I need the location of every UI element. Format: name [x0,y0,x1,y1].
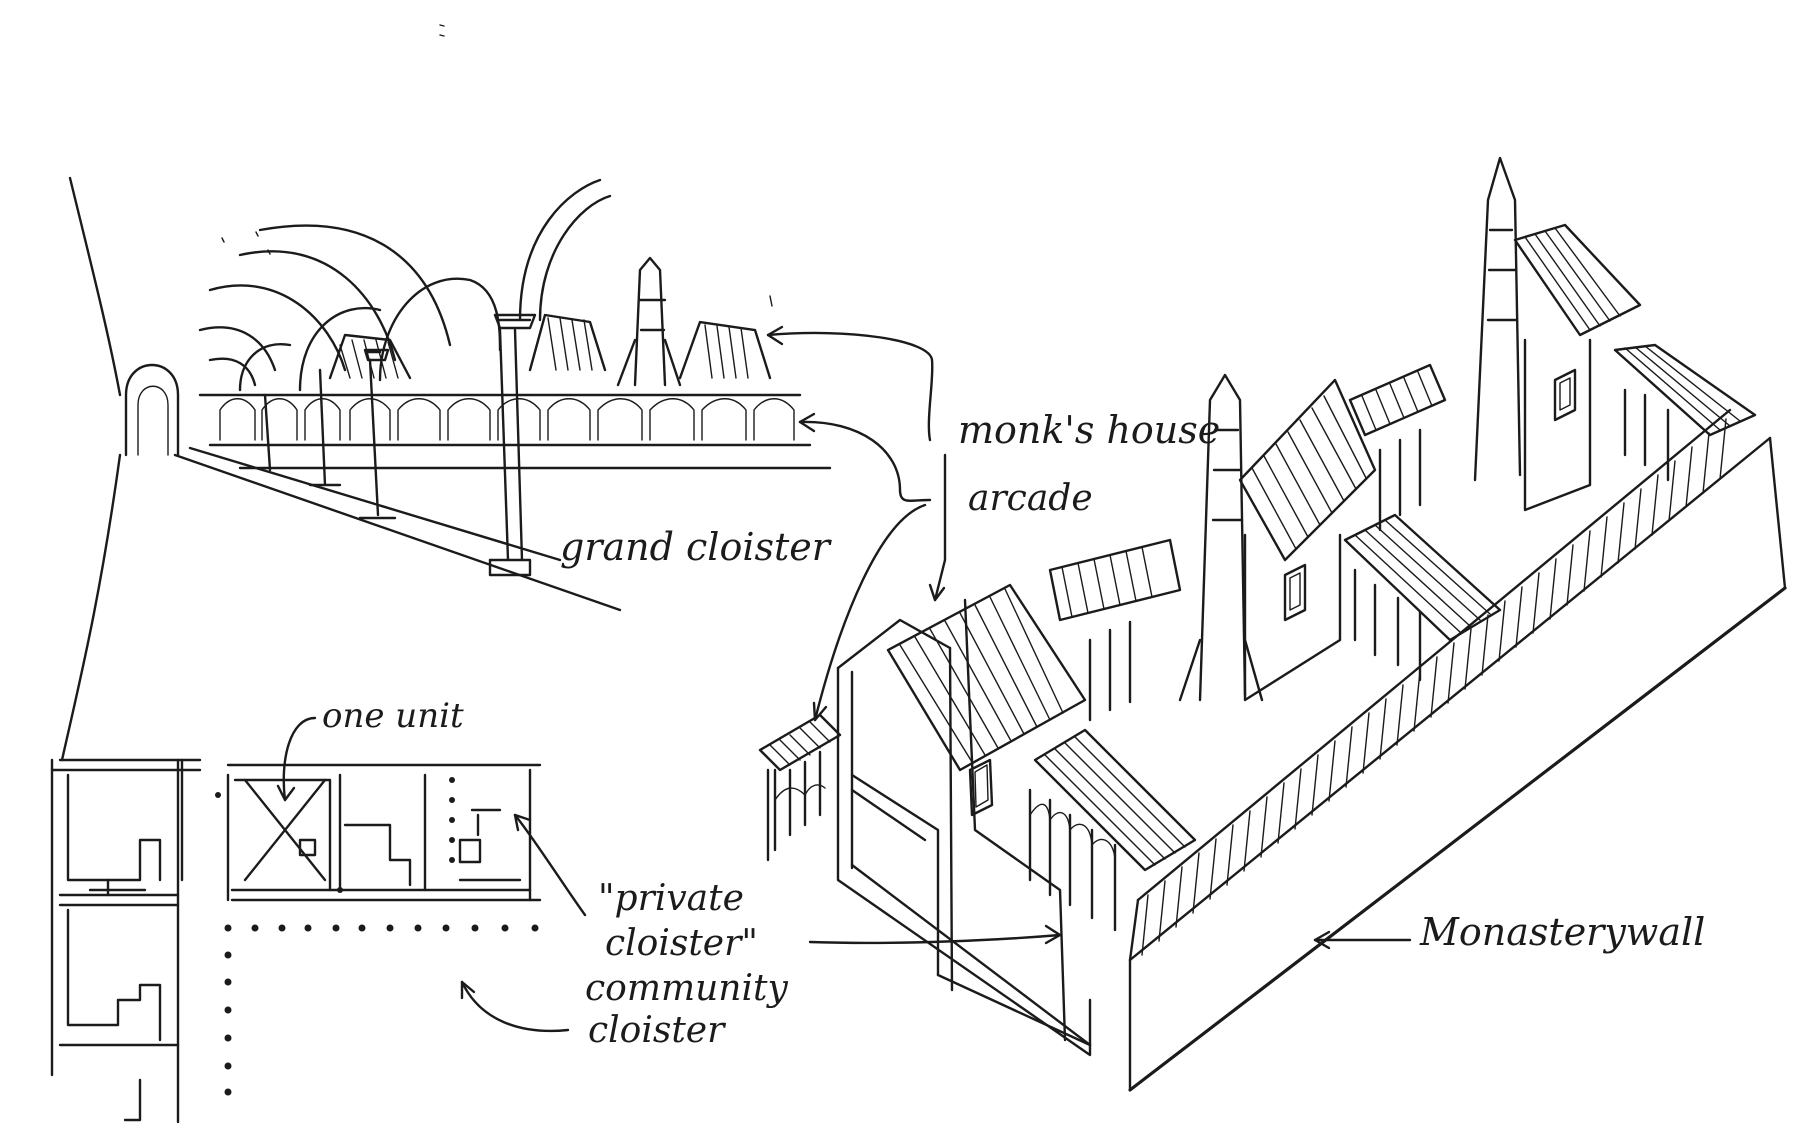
label-one-unit: one unit [322,696,464,736]
cloister-plan [50,716,587,1124]
label-grand-cloister: grand cloister [560,525,833,569]
label-community-cloister-2: cloister [588,1010,726,1051]
column-dots-community [224,924,539,1096]
label-community-cloister-1: community [585,968,788,1009]
grand-cloister-perspective [60,24,934,762]
label-leaders [808,453,1412,950]
label-private-cloister-1: "private [598,878,744,919]
label-monks-house: monk's house [958,408,1220,452]
monastery-isometric [758,156,1787,1092]
wall-hatching [1141,418,1727,956]
column-dots-top [215,777,455,893]
label-monastery-wall: Monasterywall [1419,910,1705,954]
label-arcade: arcade [968,478,1093,519]
label-private-cloister-2: cloister" [605,923,758,964]
